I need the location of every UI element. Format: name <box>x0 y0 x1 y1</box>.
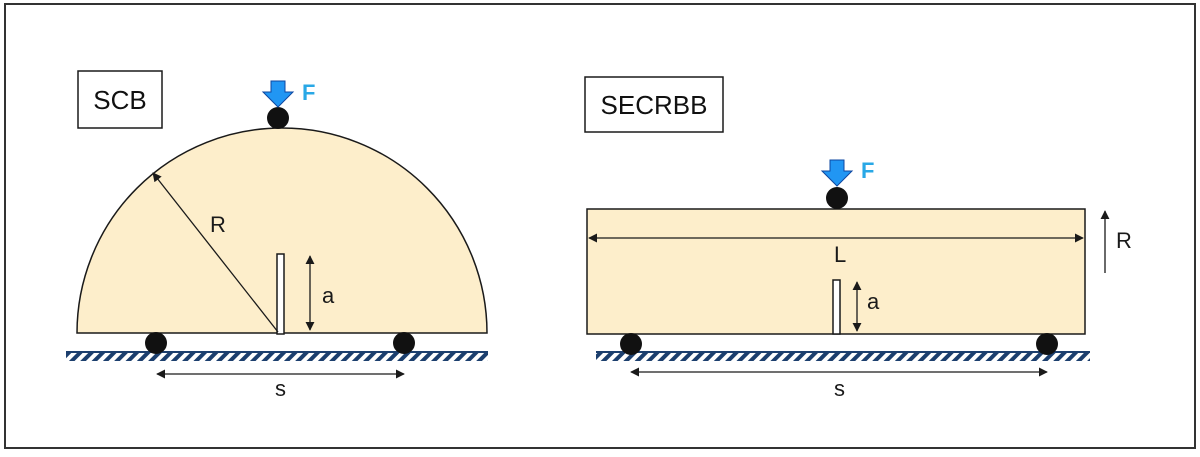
scb-force-arrow-icon <box>261 80 295 108</box>
scb-semicircle-body <box>76 127 488 334</box>
secrbb-title-box <box>584 76 724 133</box>
scb-span-label: s <box>275 376 286 401</box>
secrbb-title: SECRBB <box>601 90 708 120</box>
secrbb-force-arrow-icon <box>820 159 854 187</box>
scb-title: SCB <box>93 85 146 115</box>
secrbb-right-roller <box>1036 333 1058 355</box>
scb-right-roller <box>393 332 415 354</box>
scb-left-roller <box>145 332 167 354</box>
secrbb-height-label: R <box>1116 228 1132 253</box>
secrbb-notch-label: a <box>867 289 880 314</box>
secrbb-left-roller <box>620 333 642 355</box>
scb-support-base <box>66 352 488 361</box>
scb-radius-label: R <box>210 212 226 237</box>
scb-notch-label: a <box>322 283 335 308</box>
scb-notch <box>276 253 285 335</box>
secrbb-diagram: L R a F s SECRBB <box>584 76 1132 401</box>
scb-load-roller <box>267 107 289 129</box>
scb-radius-arrow <box>152 172 279 333</box>
secrbb-support-base <box>596 352 1090 361</box>
scb-title-box <box>77 70 163 129</box>
secrbb-span-label: s <box>834 376 845 401</box>
secrbb-length-label: L <box>834 242 846 267</box>
secrbb-load-roller <box>826 187 848 209</box>
secrbb-force-label: F <box>861 158 874 183</box>
scb-diagram: R a F s SCB <box>66 70 488 401</box>
scb-force-label: F <box>302 80 315 105</box>
secrbb-notch <box>832 279 841 335</box>
